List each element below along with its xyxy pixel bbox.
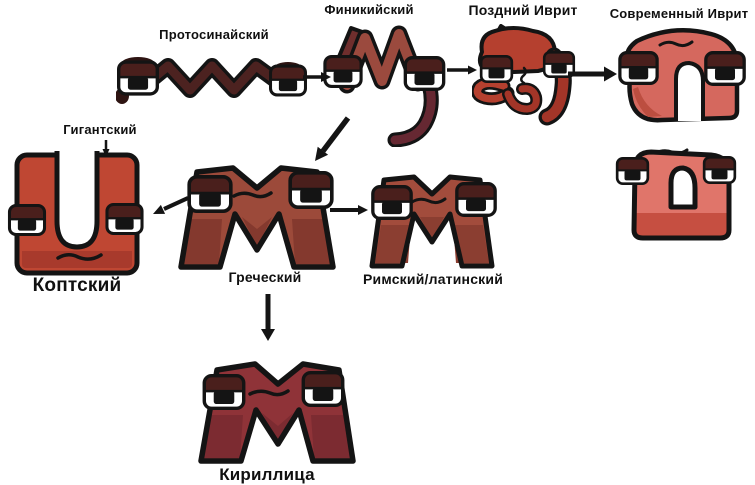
left-eye-icon [479, 55, 514, 83]
late-hebrew-character [472, 24, 576, 126]
bottom-shade [22, 251, 132, 268]
left-leg-shade [184, 219, 222, 264]
right-eye-icon [542, 51, 576, 78]
left-leg-shade [375, 225, 411, 263]
label-phoenician: Финикийский [324, 2, 414, 17]
phoenician-character [323, 25, 446, 147]
label-proto-sinaitic: Протосинайский [159, 27, 269, 42]
left-eye-icon [117, 60, 159, 96]
bottom-shade [634, 213, 729, 238]
right-eye-icon [288, 171, 334, 209]
mouth [248, 389, 290, 397]
right-leg-shade [453, 225, 489, 263]
arrow-greek-to-cyrillic [261, 294, 275, 341]
proto-sinaitic-character [116, 57, 307, 104]
left-eye-icon [615, 157, 650, 185]
inner-hook [502, 82, 543, 116]
mid-v-shade [420, 217, 444, 240]
label-coptic: Коптский [32, 275, 122, 296]
label-giant-annotation: Гигантский [63, 122, 137, 137]
right-eye-icon [455, 182, 497, 217]
right-leg-shade [292, 219, 330, 264]
mid-v-shade [242, 217, 272, 247]
right-eye-icon [704, 51, 746, 86]
chin-foot [472, 76, 515, 106]
left-eye-icon [618, 51, 659, 85]
greek-character [178, 165, 336, 270]
mouth [232, 191, 273, 199]
right-leg-shade [311, 415, 350, 458]
left-eye-icon [371, 185, 413, 220]
mid-v-shade [262, 413, 293, 443]
left-eye-icon [202, 374, 246, 410]
left-eye-icon [323, 55, 363, 88]
right-eye-icon [107, 205, 142, 234]
body-shade [633, 87, 662, 117]
right-eye-icon [702, 156, 737, 184]
label-cyrillic: Кириллица [219, 465, 315, 484]
letter-outline [631, 149, 732, 241]
label-modern-hebrew: Современный Иврит [609, 6, 749, 21]
forehead-wrinkle [653, 148, 689, 155]
left-eye-icon [187, 175, 233, 213]
mouth [56, 253, 103, 261]
counter-window [668, 165, 698, 210]
label-greek: Греческий [228, 269, 302, 285]
modern-hebrew-mem-character [618, 28, 746, 123]
cyrillic-character [198, 361, 356, 464]
counter-opening [674, 60, 705, 121]
zigzag-body [338, 25, 427, 94]
u-slot [54, 151, 100, 250]
label-latin: Римский/латинский [362, 271, 504, 287]
mouth [410, 197, 447, 205]
letter-outline [178, 165, 336, 270]
face-wrinkle [520, 66, 527, 85]
label-late-hebrew: Поздний Иврит [468, 2, 578, 18]
left-leg-shade [204, 415, 243, 458]
left-eye-icon [7, 204, 47, 236]
latin-character [369, 174, 497, 269]
zigzag-body [138, 58, 286, 98]
letter-outline [198, 361, 356, 464]
letter-outline [369, 174, 495, 269]
right-eye-icon [403, 56, 446, 91]
coptic-character [7, 151, 153, 276]
right-eye-icon [301, 371, 345, 407]
forehead-wrinkle [658, 40, 694, 48]
modern-hebrew-final-mem-character [615, 148, 737, 241]
right-eye-icon [269, 64, 307, 97]
